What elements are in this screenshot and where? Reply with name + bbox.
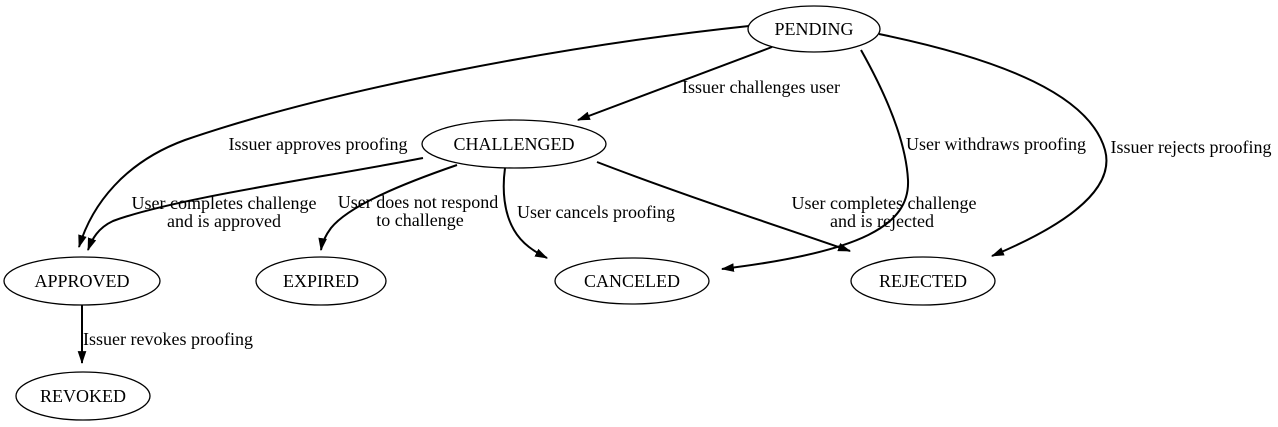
edge-label-user-completes-challenge-rejected-line1: User completes challenge [792, 193, 977, 213]
edges-layer: Issuer challenges user Issuer approves p… [77, 25, 1272, 365]
state-node-expired: EXPIRED [255, 256, 387, 306]
edge-label-issuer-rejects-proofing: Issuer rejects proofing [1111, 137, 1272, 157]
state-node-canceled: CANCELED [554, 257, 710, 305]
node-ellipse-challenged [421, 119, 607, 169]
edge-label-user-cancels-proofing: User cancels proofing [517, 202, 675, 222]
node-ellipse-expired [255, 256, 387, 306]
edge-pending-approved [78, 25, 750, 249]
edge-pending-canceled [720, 49, 910, 272]
nodes-layer: PENDING CHALLENGED APPROVED EXPIRED CANC… [3, 5, 996, 421]
edge-label-issuer-approves-proofing: Issuer approves proofing [229, 134, 408, 154]
node-label-pending: PENDING [775, 19, 854, 39]
node-label-canceled: CANCELED [584, 271, 680, 291]
state-node-pending: PENDING [747, 5, 881, 53]
node-ellipse-rejected [850, 256, 996, 306]
edge-label-user-withdraws-proofing: User withdraws proofing [906, 134, 1086, 154]
edge-label-user-does-not-respond-line2: to challenge [376, 210, 463, 230]
edge-pending-rejected [878, 33, 1108, 257]
node-label-approved: APPROVED [34, 271, 129, 291]
node-ellipse-revoked [15, 371, 151, 421]
node-label-rejected: REJECTED [879, 271, 967, 291]
node-label-challenged: CHALLENGED [454, 134, 575, 154]
state-node-revoked: REVOKED [15, 371, 151, 421]
node-label-revoked: REVOKED [40, 386, 126, 406]
state-node-challenged: CHALLENGED [421, 119, 607, 169]
state-node-rejected: REJECTED [850, 256, 996, 306]
edge-challenged-canceled [502, 167, 548, 259]
node-label-expired: EXPIRED [283, 271, 359, 291]
edge-challenged-expired [318, 164, 458, 252]
edge-challenged-rejected [596, 161, 852, 252]
edge-challenged-approved [87, 157, 424, 252]
node-ellipse-pending [747, 5, 881, 53]
edge-label-user-completes-challenge-rejected-line2: and is rejected [830, 211, 934, 231]
edge-label-issuer-revokes-proofing: Issuer revokes proofing [83, 329, 253, 349]
node-ellipse-canceled [554, 257, 710, 305]
edge-label-issuer-challenges-user: Issuer challenges user [682, 77, 840, 97]
edge-pending-challenged [576, 46, 773, 121]
edge-label-user-completes-challenge-approved-line1: User completes challenge [132, 193, 317, 213]
edge-label-user-completes-challenge-approved-line2: and is approved [167, 211, 281, 231]
state-node-approved: APPROVED [3, 256, 161, 306]
edge-label-user-does-not-respond-line1: User does not respond [338, 192, 498, 212]
node-ellipse-approved [3, 256, 161, 306]
